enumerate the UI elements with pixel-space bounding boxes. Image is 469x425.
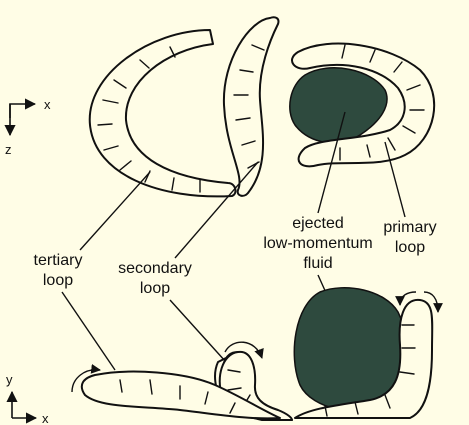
tertiary-leader-bottom xyxy=(62,292,115,370)
tertiary-loop-label-line1: tertiary xyxy=(34,252,83,269)
tertiary-loop-label-line2: loop xyxy=(43,272,73,289)
primary-loop-label-line2: loop xyxy=(395,239,425,256)
axis-bottom-y-label: y xyxy=(6,372,13,387)
tertiary-leader-top xyxy=(80,172,150,250)
axis-indicator-bottom: y x xyxy=(6,372,49,425)
axis-indicator-top: x z xyxy=(5,97,51,157)
axis-top-x-label: x xyxy=(44,97,51,112)
secondary-loop-label: secondary loop xyxy=(118,260,192,297)
ejected-fluid-label-line1: ejected xyxy=(292,215,344,232)
tertiary-loop-top xyxy=(90,30,236,196)
primary-loop-label-line1: primary xyxy=(383,219,436,236)
ejected-fluid-top xyxy=(290,68,387,143)
ejected-fluid-label: ejected low-momentum fluid xyxy=(263,215,372,272)
axis-top-z-label: z xyxy=(5,142,12,157)
axis-bottom-x-label: x xyxy=(42,411,49,425)
primary-loop-label: primary loop xyxy=(383,219,436,256)
ejected-fluid-label-line3: fluid xyxy=(303,255,332,272)
secondary-loop-label-line1: secondary xyxy=(118,260,192,277)
secondary-loop-label-line2: loop xyxy=(140,280,170,297)
tertiary-loop-label: tertiary loop xyxy=(34,252,83,289)
ejected-fluid-label-line2: low-momentum xyxy=(263,235,372,252)
